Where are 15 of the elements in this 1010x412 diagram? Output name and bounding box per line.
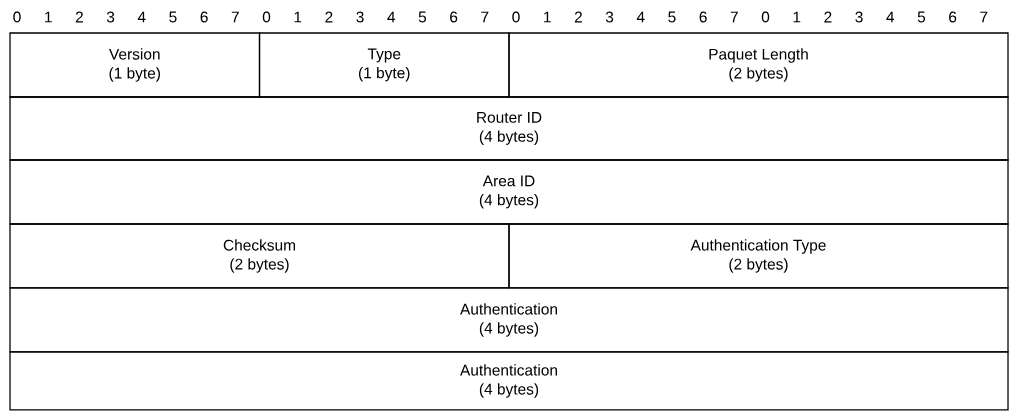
bit-number: 0 bbox=[262, 11, 271, 23]
field-box: Version (1 byte) bbox=[9, 32, 261, 98]
bit-number: 7 bbox=[481, 11, 489, 23]
field-box: Type (1 byte) bbox=[258, 32, 510, 98]
field-box: Authentication Type (2 bytes) bbox=[508, 223, 1009, 289]
field-box: Router ID (4 bytes) bbox=[9, 96, 1009, 161]
bit-number: 1 bbox=[294, 11, 302, 23]
bit-number: 0 bbox=[512, 11, 520, 23]
field-box: Checksum (2 bytes) bbox=[9, 223, 510, 289]
field-box: Authentication (4 bytes) bbox=[9, 287, 1009, 353]
bit-number: 7 bbox=[231, 11, 239, 23]
bit-number: 1 bbox=[544, 11, 551, 23]
field-box: Area ID (4 bytes) bbox=[9, 159, 1009, 225]
field-box: Authentication (4 bytes) bbox=[9, 351, 1009, 411]
field-box: Paquet Length (2 bytes) bbox=[508, 32, 1009, 98]
